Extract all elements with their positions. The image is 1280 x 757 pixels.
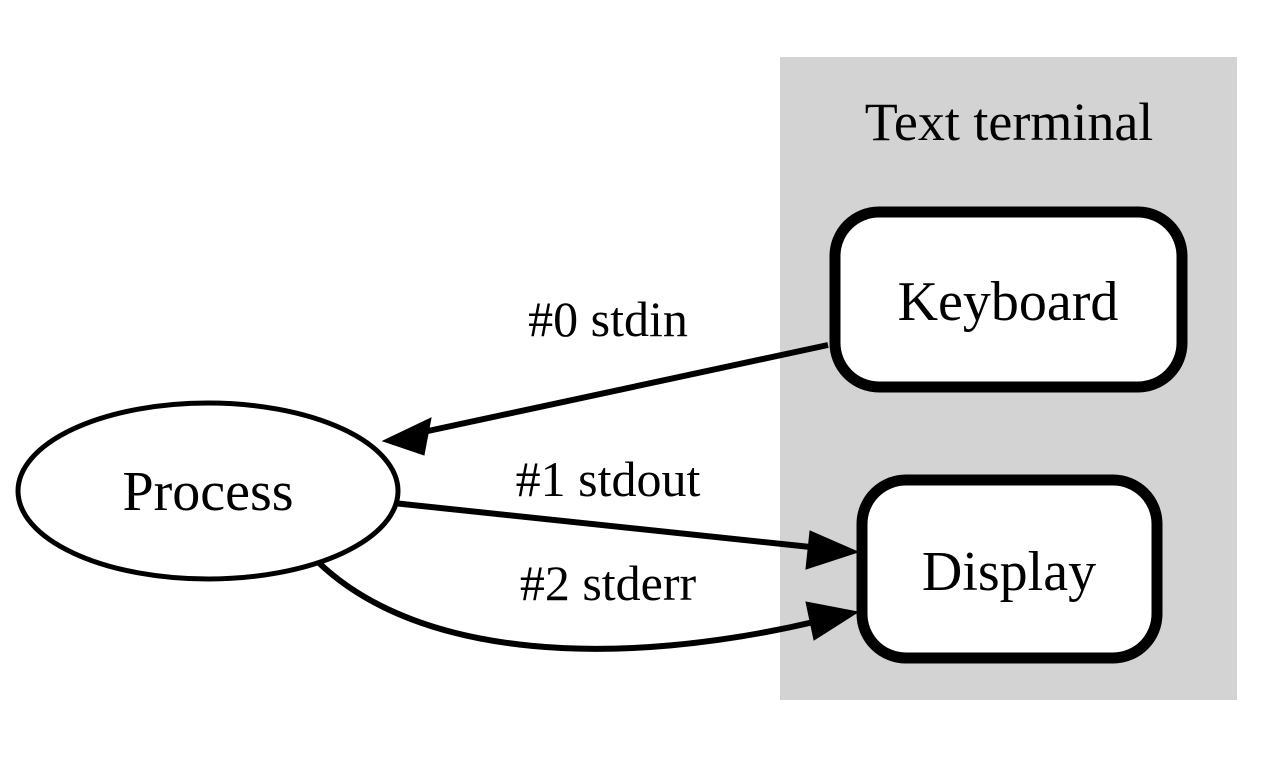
edge-stdout[interactable]: #1 stdout — [392, 451, 860, 570]
node-keyboard-shape — [829, 206, 1188, 393]
edge-stdin-arrowhead — [381, 417, 432, 456]
edge-stderr-arrowhead — [805, 601, 860, 641]
edge-stdin-line — [399, 342, 829, 440]
node-keyboard[interactable]: Keyboard — [829, 206, 1188, 393]
edge-stderr[interactable]: #2 stderr — [315, 555, 860, 652]
node-keyboard-label: Keyboard — [898, 271, 1119, 333]
edge-stdin-label: #0 stdin — [528, 291, 688, 347]
node-process-shape — [15, 400, 401, 582]
edge-stdout-line — [392, 500, 821, 551]
edge-stderr-label: #2 stderr — [520, 555, 697, 611]
edge-stderr-line — [315, 559, 819, 652]
node-display[interactable]: Display — [856, 474, 1163, 664]
edge-stdout-arrowhead — [805, 530, 860, 570]
node-process-label: Process — [122, 461, 293, 523]
cluster-text-terminal-label: Text terminal — [865, 92, 1154, 152]
edge-stdin[interactable]: #0 stdin — [381, 291, 829, 456]
edge-stdout-label: #1 stdout — [516, 451, 701, 507]
node-display-shape — [856, 474, 1163, 664]
node-display-label: Display — [922, 541, 1096, 603]
node-process[interactable]: Process — [15, 400, 401, 582]
